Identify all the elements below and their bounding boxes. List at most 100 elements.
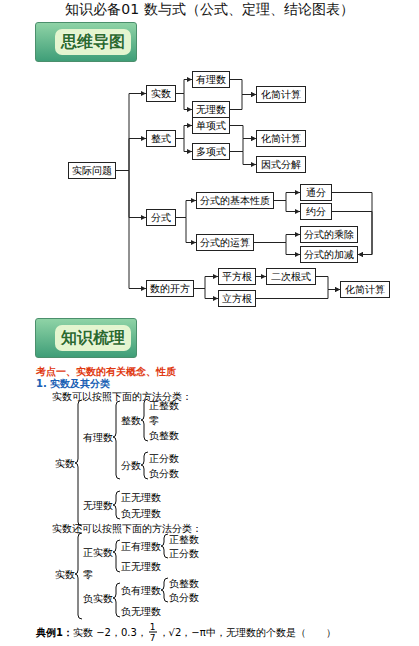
concept-box: 分式的基本性质 xyxy=(196,192,274,209)
curly-brace xyxy=(141,399,148,441)
category-term: 无理数 xyxy=(83,499,113,512)
concept-box: 约分 xyxy=(300,203,332,220)
example-number: 典例1： xyxy=(36,626,73,638)
box-label: 因式分解 xyxy=(261,159,301,171)
category-term: 有理数 xyxy=(83,431,113,444)
category-term: 零 xyxy=(83,568,93,581)
curly-brace xyxy=(75,400,82,526)
box-label: 实际问题 xyxy=(72,165,112,177)
category-term: 正分数 xyxy=(149,452,179,465)
concept-box: 整式 xyxy=(146,130,176,147)
box-label: 分式的加减 xyxy=(304,249,354,261)
box-label: 无理数 xyxy=(196,104,226,116)
connector xyxy=(116,171,146,289)
connector xyxy=(274,193,300,201)
category-term: 负无理数 xyxy=(121,507,161,520)
connector xyxy=(176,94,192,110)
category-term: 实数 xyxy=(55,568,75,581)
curly-brace xyxy=(113,401,120,479)
box-label: 整式 xyxy=(151,133,171,145)
category-term: 正实数 xyxy=(83,546,113,559)
curly-brace xyxy=(113,540,120,572)
section-heading: 1. 实数及其分类 xyxy=(36,377,110,390)
concept-box: 平方根 xyxy=(218,268,256,285)
category-term: 负有理数 xyxy=(121,584,161,597)
connector xyxy=(176,139,192,152)
connector xyxy=(230,139,256,152)
connector xyxy=(230,152,256,165)
curly-brace xyxy=(75,533,82,619)
connector xyxy=(230,80,256,95)
connector xyxy=(176,201,196,218)
concept-box: 因式分解 xyxy=(256,156,306,173)
example-text: ，√2，−π中，无理数的个数是（ ） xyxy=(159,626,336,638)
concept-box: 无理数 xyxy=(192,101,230,118)
connector xyxy=(176,80,192,94)
category-term: 正有理数 xyxy=(121,540,161,553)
banner-title: 知识梳理 xyxy=(55,325,131,351)
category-term: 负无理数 xyxy=(121,605,161,618)
connector xyxy=(256,290,340,299)
box-label: 实数 xyxy=(151,88,171,100)
curly-brace xyxy=(161,578,168,602)
connector xyxy=(116,171,146,218)
concept-box: 数的开方 xyxy=(146,280,194,297)
box-label: 化简计算 xyxy=(261,133,301,145)
connector xyxy=(176,126,192,139)
concept-box: 立方根 xyxy=(218,290,256,307)
category-term: 实数 xyxy=(55,457,75,470)
connector xyxy=(116,139,146,171)
concept-box: 化简计算 xyxy=(340,281,390,298)
box-label: 平方根 xyxy=(222,271,252,283)
concept-box: 多项式 xyxy=(192,143,230,160)
category-term: 正分数 xyxy=(169,547,199,560)
section-banner: 思维导图 xyxy=(35,22,137,62)
category-term: 正整数 xyxy=(149,399,179,412)
concept-box: 分式的加减 xyxy=(300,246,358,263)
category-term: 负整数 xyxy=(169,577,199,590)
concept-box: 实际问题 xyxy=(68,162,116,179)
edge-group xyxy=(116,80,372,299)
box-label: 分式的运算 xyxy=(200,237,250,249)
connector xyxy=(230,126,256,139)
concept-box: 分式 xyxy=(146,209,176,226)
section-heading: 实数还可以按照下面的方法分类： xyxy=(52,522,202,535)
connector xyxy=(256,276,266,277)
category-term: 正无理数 xyxy=(121,491,161,504)
category-term: 分数 xyxy=(121,459,141,472)
category-term: 正无理数 xyxy=(121,560,161,573)
box-label: 数的开方 xyxy=(150,283,190,295)
box-label: 通分 xyxy=(306,187,326,199)
concept-box: 分式的运算 xyxy=(196,234,254,251)
box-label: 化简计算 xyxy=(345,284,385,296)
concept-box: 单项式 xyxy=(192,117,230,134)
concept-box: 二次根式 xyxy=(266,268,316,285)
connector xyxy=(254,235,300,243)
category-term: 负分数 xyxy=(169,591,199,604)
fraction-numerator: 1 xyxy=(150,622,156,632)
curly-brace xyxy=(113,583,120,617)
category-term: 零 xyxy=(149,414,159,427)
connector xyxy=(316,277,340,290)
banner-title: 思维导图 xyxy=(55,29,131,55)
page-title: 知识必备01 数与式（公式、定理、结论图表） xyxy=(0,1,419,17)
connector xyxy=(274,201,300,212)
box-label: 分式 xyxy=(151,212,171,224)
curly-brace xyxy=(113,491,120,519)
section-heading: 考点一、实数的有关概念、性质 xyxy=(36,365,176,378)
concept-box: 化简计算 xyxy=(256,130,306,147)
box-label: 多项式 xyxy=(196,146,226,158)
box-label: 有理数 xyxy=(196,74,226,86)
connector xyxy=(194,289,218,299)
connector xyxy=(116,94,146,171)
connector xyxy=(254,243,300,255)
category-term: 整数 xyxy=(121,414,141,427)
category-term: 正整数 xyxy=(169,533,199,546)
box-label: 分式的乘除 xyxy=(304,229,354,241)
fraction-denominator: 7 xyxy=(149,632,157,643)
curly-brace xyxy=(141,452,148,479)
concept-box: 通分 xyxy=(300,184,332,201)
connector xyxy=(194,277,218,289)
example-text: 实数 −2，0.3， xyxy=(73,626,147,638)
